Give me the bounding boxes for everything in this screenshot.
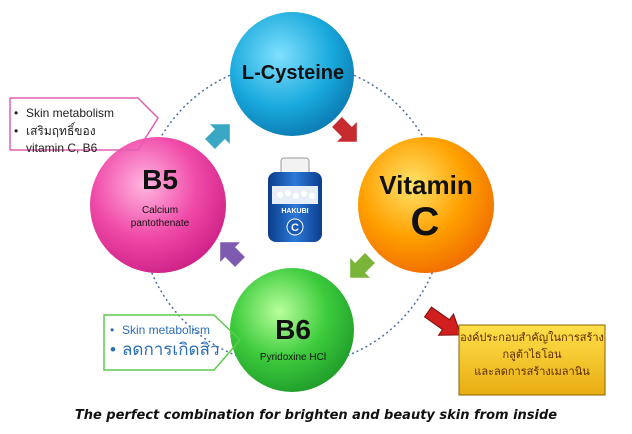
result-box: องค์ประกอบสำคัญในการสร้าง กลูต้าไธโอน แล… (459, 325, 605, 395)
vitamin-c-label: Vitamin (379, 170, 473, 200)
bottle-letter: C (291, 222, 299, 234)
b6-note-item: ลดการเกิดสิว (108, 340, 248, 360)
b5-subtitle-line1: Calcium (141, 205, 179, 216)
supplement-bottle-icon: HAKUBI C (268, 157, 322, 242)
b5-note-item: เสริมฤทธิ์ของ (12, 122, 162, 140)
b6-note-item: Skin metabolism (108, 320, 248, 340)
arrow-b5-to-lcys (205, 124, 230, 149)
l-cysteine-node (230, 12, 354, 136)
l-cysteine-label: L-Cysteine (241, 62, 345, 84)
b5-node (90, 137, 226, 273)
arrow-b6-to-b5 (220, 242, 245, 267)
result-line-3: และลดการสร้างเมลานิน (474, 365, 590, 378)
b5-note-item: Skin metabolism (12, 104, 162, 122)
arrow-vitc-to-b6 (350, 253, 375, 278)
result-box-bg (458, 324, 606, 396)
b6-notes-list: Skin metabolism ลดการเกิดสิว (108, 320, 248, 360)
b5-subtitle-line2: pantothenate (130, 218, 190, 229)
b6-label: B6 (275, 314, 311, 345)
b5-note-text: vitamin C, B6 (26, 141, 98, 155)
vitamin-c-letter: C (410, 200, 440, 244)
vitamin-c-node (358, 137, 494, 273)
b5-note-item-continuation: vitamin C, B6 (12, 140, 162, 156)
b5-notes-list: Skin metabolism เสริมฤทธิ์ของ vitamin C,… (12, 104, 162, 156)
arrow-lcys-to-vitc (332, 117, 357, 142)
result-line-1: องค์ประกอบสำคัญในการสร้าง (460, 331, 604, 344)
bottle-brand: HAKUBI (281, 208, 308, 215)
b5-subtitle: Calcium pantothenate (105, 204, 215, 230)
b5-label: B5 (142, 164, 178, 195)
result-line-2: กลูต้าไธโอน (502, 348, 562, 361)
arrow-to-result (423, 306, 462, 336)
b6-subtitle: Pyridoxine HCl (259, 352, 327, 363)
diagram-caption: The perfect combination for brighten and… (74, 408, 558, 423)
b6-node (230, 268, 354, 392)
